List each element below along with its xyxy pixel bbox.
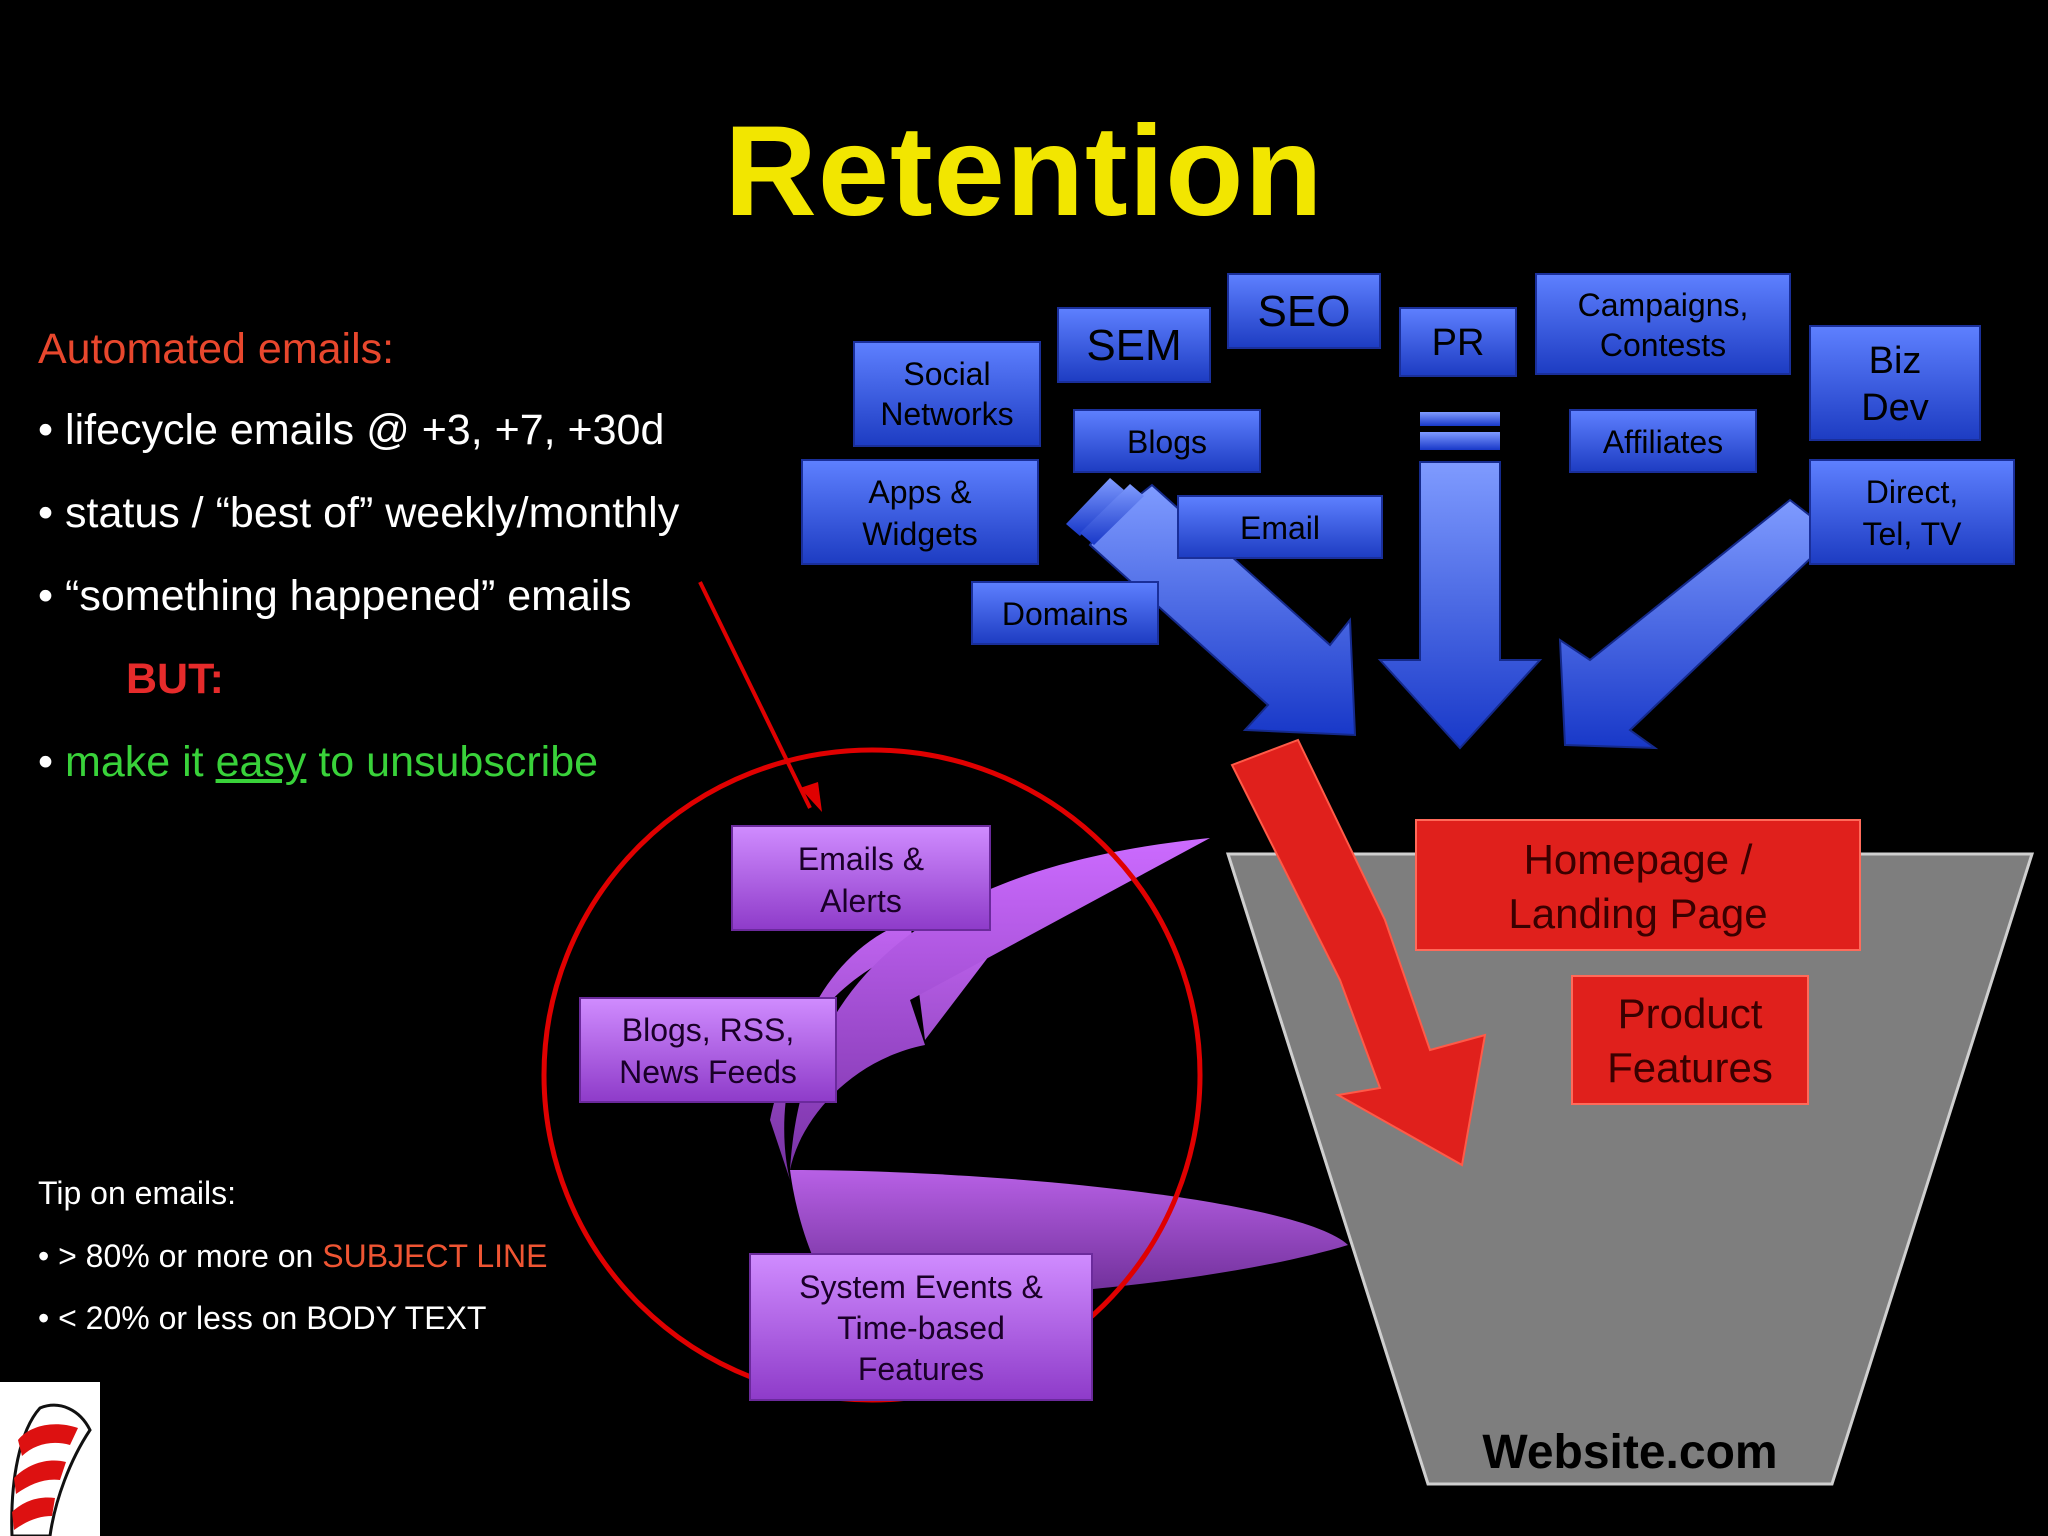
source-email: Email	[1177, 495, 1383, 559]
source-domains: Domains	[971, 581, 1159, 645]
box-system-events: System Events & Time-based Features	[749, 1253, 1093, 1401]
unsubscribe-suffix: to unsubscribe	[306, 738, 599, 786]
tips-heading: Tip on emails:	[38, 1175, 236, 1211]
source-apps-line1: Apps &	[868, 474, 971, 510]
system-events-line1: System Events &	[799, 1269, 1043, 1305]
unsubscribe-emphasis: easy	[215, 738, 307, 786]
blogs-rss-line2: News Feeds	[619, 1054, 797, 1090]
tip-body-line: < 20% or less on BODY TEXT	[58, 1300, 487, 1336]
product-line2: Features	[1607, 1044, 1773, 1091]
blue-arrow-right	[1558, 498, 1837, 750]
source-seo: SEO	[1227, 273, 1381, 349]
swoosh-emails	[790, 838, 1210, 1170]
automated-emails-heading: Automated emails:	[38, 325, 395, 373]
system-events-line3: Features	[858, 1351, 984, 1387]
unsubscribe-prefix: make it	[65, 738, 216, 786]
tip-body-text: • < 20% or less on BODY TEXT	[38, 1300, 487, 1336]
emails-alerts-line2: Alerts	[820, 883, 902, 919]
box-homepage: Homepage / Landing Page	[1415, 819, 1861, 951]
source-apps-widgets: Apps & Widgets	[801, 459, 1039, 565]
source-bizdev-line1: Biz	[1869, 340, 1922, 382]
source-affiliates-label: Affiliates	[1603, 424, 1723, 460]
bullet-something-happened: • “something happened” emails	[38, 572, 632, 620]
source-campaigns-line2: Contests	[1600, 327, 1726, 363]
hat-logo	[0, 1382, 100, 1536]
product-line1: Product	[1618, 990, 1763, 1037]
tip-subject-highlight: SUBJECT LINE	[322, 1238, 548, 1274]
source-blogs-label: Blogs	[1127, 424, 1207, 460]
source-bizdev-line2: Dev	[1861, 387, 1929, 429]
homepage-line1: Homepage /	[1524, 836, 1753, 883]
source-domains-label: Domains	[1002, 596, 1128, 632]
source-sem: SEM	[1057, 307, 1211, 383]
source-bizdev: Biz Dev	[1809, 325, 1981, 441]
source-direct: Direct, Tel, TV	[1809, 459, 2015, 565]
source-apps-line2: Widgets	[862, 516, 978, 552]
homepage-line2: Landing Page	[1508, 890, 1767, 937]
but-label: BUT:	[126, 655, 224, 703]
traffic-arrow-red	[1230, 738, 1487, 1167]
slide-title: Retention	[724, 100, 1324, 243]
source-pr: PR	[1399, 307, 1517, 377]
source-direct-line1: Direct,	[1866, 474, 1958, 510]
source-social-networks: Social Networks	[853, 341, 1041, 447]
source-email-label: Email	[1240, 510, 1320, 546]
source-seo-label: SEO	[1258, 287, 1351, 336]
source-sem-label: SEM	[1086, 321, 1181, 370]
blue-bar-1	[1420, 412, 1500, 426]
bullet-lifecycle: • lifecycle emails @ +3, +7, +30d	[38, 406, 665, 454]
source-social-line2: Networks	[880, 396, 1013, 432]
swoosh-feeds	[770, 920, 1005, 1180]
bullet-something-happened-text: “something happened” emails	[65, 572, 632, 620]
bullet-unsubscribe: • make it easy to unsubscribe	[38, 738, 599, 786]
website-label: Website.com	[1482, 1426, 1777, 1479]
pointer-line	[698, 581, 812, 809]
bullet-status: • status / “best of” weekly/monthly	[38, 489, 680, 537]
emails-alerts-line1: Emails &	[798, 841, 924, 877]
blue-stripe-2	[1080, 484, 1144, 545]
blogs-rss-line1: Blogs, RSS,	[622, 1012, 795, 1048]
source-social-line1: Social	[903, 356, 990, 392]
blue-stripe-1	[1066, 478, 1124, 536]
system-events-line2: Time-based	[837, 1310, 1005, 1346]
blue-bar-2	[1420, 432, 1500, 450]
source-campaigns: Campaigns, Contests	[1535, 273, 1791, 375]
source-direct-line2: Tel, TV	[1863, 516, 1963, 552]
tip-subject-prefix: > 80% or more on	[58, 1238, 323, 1274]
bullet-lifecycle-text: lifecycle emails @ +3, +7, +30d	[65, 406, 665, 454]
tip-subject-line: • > 80% or more on SUBJECT LINE	[38, 1238, 548, 1274]
source-campaigns-line1: Campaigns,	[1578, 287, 1749, 323]
box-blogs-rss: Blogs, RSS, News Feeds	[579, 997, 837, 1103]
source-affiliates: Affiliates	[1569, 409, 1757, 473]
pointer-arrowhead	[800, 782, 822, 812]
source-pr-label: PR	[1432, 322, 1485, 364]
box-product-features: Product Features	[1571, 975, 1809, 1105]
box-emails-alerts: Emails & Alerts	[731, 825, 991, 931]
source-blogs: Blogs	[1073, 409, 1261, 473]
bullet-status-text: status / “best of” weekly/monthly	[65, 489, 680, 537]
blue-arrow-center	[1377, 461, 1543, 750]
